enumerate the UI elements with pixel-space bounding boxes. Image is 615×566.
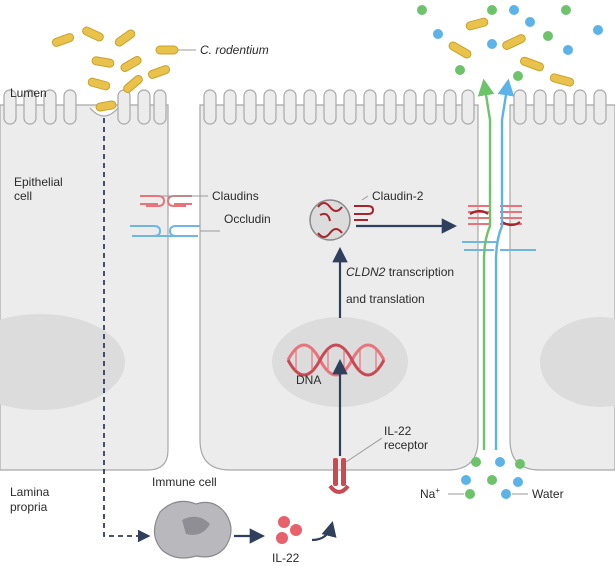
epithelial-cell-right bbox=[509, 104, 615, 471]
claudin2-label: Claudin-2 bbox=[372, 189, 424, 203]
il22-label: IL-22 bbox=[272, 551, 300, 565]
escaped-bacteria bbox=[448, 17, 575, 87]
tight-junction-right bbox=[462, 205, 536, 251]
lamina-label-line1: Lamina bbox=[10, 485, 50, 499]
water-label: Water bbox=[532, 487, 564, 501]
na-label: Na+ bbox=[420, 486, 440, 501]
bacteria-cluster bbox=[51, 26, 179, 112]
lumen-label: Lumen bbox=[10, 86, 47, 100]
immune-cell-icon bbox=[153, 500, 232, 559]
dna-helix-icon bbox=[286, 343, 386, 377]
il22-cytokines bbox=[276, 516, 302, 544]
receptor-label-line2: receptor bbox=[384, 438, 428, 452]
pathway-arrows bbox=[234, 218, 458, 544]
cldn2-gene: CLDN2 bbox=[346, 265, 386, 279]
lower-ions bbox=[461, 457, 525, 499]
occludin-label: Occludin bbox=[224, 212, 271, 226]
transcription-text: transcription bbox=[385, 265, 454, 279]
dna-label: DNA bbox=[296, 373, 321, 387]
lamina-label-line2: propria bbox=[10, 500, 48, 514]
na-sup: + bbox=[435, 486, 440, 495]
cldn2-label: CLDN2 transcription bbox=[346, 265, 454, 279]
na-base: Na bbox=[420, 487, 436, 501]
claudin2-free bbox=[354, 205, 375, 221]
bacteria-label: C. rodentium bbox=[200, 43, 269, 57]
claudins-label: Claudins bbox=[212, 189, 259, 203]
vesicle-icon bbox=[309, 199, 351, 241]
epithelial-cell-left bbox=[0, 104, 169, 471]
escaped-ions bbox=[417, 5, 603, 81]
il22-receptor-icon bbox=[328, 458, 350, 494]
immune-cell-label: Immune cell bbox=[152, 475, 217, 489]
epithelial-label-line1: Epithelial bbox=[14, 175, 63, 189]
microvilli bbox=[3, 89, 607, 125]
receptor-label-line1: IL-22 bbox=[384, 424, 412, 438]
paracellular-flux bbox=[477, 78, 515, 450]
tight-junction-left bbox=[130, 195, 220, 237]
sampling-path bbox=[103, 118, 151, 543]
translation-label: and translation bbox=[346, 292, 425, 306]
epithelial-label-line2: cell bbox=[14, 189, 32, 203]
